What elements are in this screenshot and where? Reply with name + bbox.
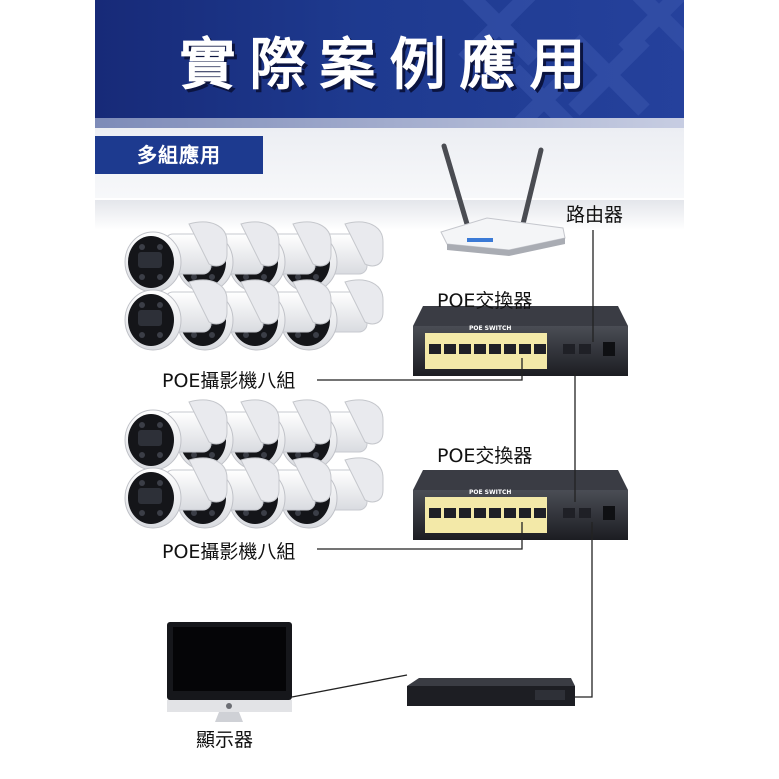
switch-label-bottom: POE交換器 <box>437 445 533 467</box>
monitor-icon <box>167 622 292 722</box>
router-icon <box>440 143 566 256</box>
poe-switch-icon <box>413 470 628 540</box>
nvr-icon <box>407 678 575 706</box>
infographic-panel: 實際案例應用 多組應用 <box>95 0 684 779</box>
switch-label-top: POE交換器 <box>437 290 533 312</box>
page-title: 實際案例應用 <box>179 33 600 98</box>
section-tag: 多組應用 <box>95 136 263 174</box>
camera-group-bottom <box>124 399 384 529</box>
apple-logo-icon <box>226 703 232 709</box>
camera-group-label-top: POE攝影機八組 <box>162 370 296 392</box>
banner-stripe <box>95 118 684 128</box>
header-banner: 實際案例應用 <box>95 0 684 118</box>
monitor-label: 顯示器 <box>196 729 254 751</box>
camera-group-top <box>124 221 384 351</box>
network-diagram: POE SWITCH <box>124 143 628 722</box>
connection-lines <box>291 230 594 698</box>
router-label: 路由器 <box>566 204 624 226</box>
poe-switch-icon <box>413 306 628 376</box>
banner-pattern-icon <box>458 0 684 118</box>
camera-group-label-bottom: POE攝影機八組 <box>162 541 296 563</box>
